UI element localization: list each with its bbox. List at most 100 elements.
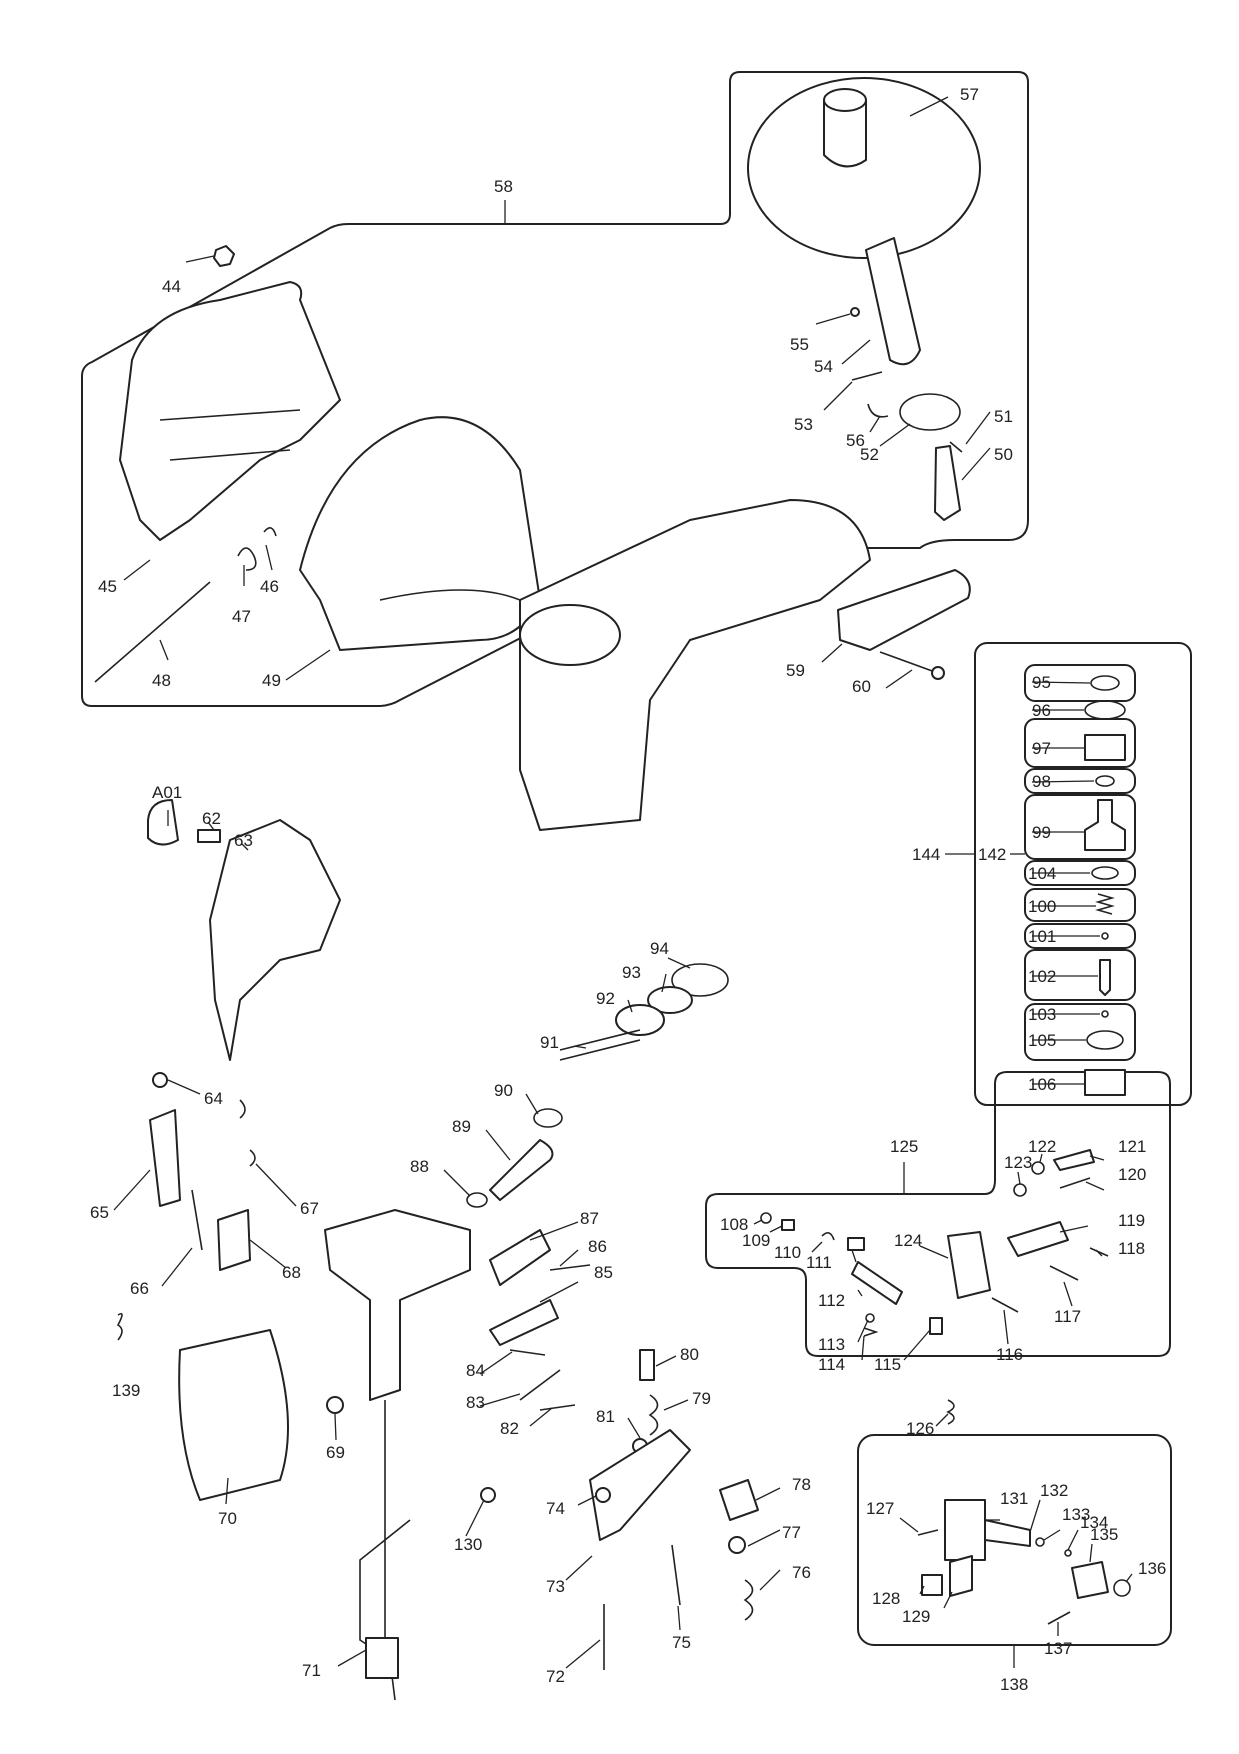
label-72: 72 <box>546 1667 565 1686</box>
part-52-ring <box>899 393 961 431</box>
label-69: 69 <box>326 1443 345 1462</box>
part-84-spring <box>509 1349 546 1356</box>
part-75-pin <box>671 1544 681 1606</box>
part-45-cover <box>119 281 341 541</box>
part-57-plate <box>747 77 981 259</box>
part-106-bushing <box>1084 1069 1126 1096</box>
part-137-pin <box>1047 1611 1071 1625</box>
part-104-oring <box>1091 866 1119 880</box>
label-117: 117 <box>1054 1307 1081 1326</box>
part-95-oring <box>1090 675 1120 691</box>
part-124-body <box>947 1231 991 1299</box>
part-121-lever <box>1053 1149 1095 1171</box>
part-99-valve <box>1084 799 1126 851</box>
label-138: 138 <box>1000 1675 1028 1694</box>
part-135-knob <box>1071 1561 1109 1599</box>
label-47: 47 <box>232 607 251 626</box>
label-129: 129 <box>902 1607 930 1626</box>
part-49-detail <box>379 589 521 601</box>
part-133-ball <box>1035 1537 1045 1547</box>
label-84: 84 <box>466 1361 485 1380</box>
group-103-105-outline <box>1024 1003 1136 1061</box>
label-132: 132 <box>1040 1481 1068 1500</box>
part-45-ribs <box>159 409 301 461</box>
label-64: 64 <box>204 1089 223 1108</box>
part-109-clip <box>781 1219 795 1231</box>
label-120: 120 <box>1118 1165 1146 1184</box>
label-108: 108 <box>720 1215 748 1234</box>
label-125: 125 <box>890 1137 918 1156</box>
part-101-ball <box>1101 932 1109 940</box>
label-44: 44 <box>162 277 181 296</box>
group-101-outline <box>1024 923 1136 949</box>
part-111-bush <box>847 1237 865 1251</box>
label-113: 113 <box>818 1335 845 1354</box>
part-80-stud <box>639 1349 655 1381</box>
part-68-latch <box>217 1209 251 1271</box>
label-131: 131 <box>1000 1489 1028 1508</box>
part-82-spring <box>539 1404 576 1411</box>
part-130-nut <box>480 1487 496 1503</box>
part-118-pin <box>1089 1247 1109 1257</box>
label-121: 121 <box>1118 1137 1146 1156</box>
label-126: 126 <box>906 1419 934 1438</box>
part-126-spring <box>946 1399 955 1425</box>
part-139-spring <box>116 1312 123 1341</box>
label-111: 111 <box>806 1253 832 1272</box>
part-57-spindle-top <box>823 88 867 112</box>
label-109: 109 <box>742 1231 770 1250</box>
part-44-nut <box>213 245 235 267</box>
main-body-cylinder <box>519 604 621 666</box>
label-89: 89 <box>452 1117 471 1136</box>
label-85: 85 <box>594 1263 613 1282</box>
part-57-spindle <box>823 99 867 168</box>
label-45: 45 <box>98 577 117 596</box>
label-49: 49 <box>262 671 281 690</box>
label-124: 124 <box>894 1231 922 1250</box>
label-57: 57 <box>960 85 979 104</box>
part-67-springs <box>239 1099 256 1167</box>
part-117-pin <box>1049 1265 1079 1281</box>
part-60-bolt <box>879 651 936 673</box>
part-94-ring <box>671 963 729 997</box>
part-77-cap <box>728 1536 746 1554</box>
part-114-spring <box>863 1327 879 1337</box>
part-50-lever <box>934 445 961 521</box>
group-95-96-outline <box>1024 664 1136 702</box>
label-59: 59 <box>786 661 805 680</box>
part-96-oring <box>1084 700 1126 720</box>
label-119: 119 <box>1118 1211 1145 1230</box>
group-100-outline <box>1024 888 1136 922</box>
part-55-ball <box>850 307 860 317</box>
label-103: 103 <box>1028 1005 1056 1024</box>
label-62: 62 <box>202 809 221 828</box>
part-73-trigger-body <box>589 1429 691 1541</box>
label-50: 50 <box>994 445 1013 464</box>
part-98-oring <box>1095 775 1115 787</box>
part-66-pin <box>191 1189 203 1251</box>
label-90: 90 <box>494 1081 513 1100</box>
label-105: 105 <box>1028 1031 1056 1050</box>
label-67: 67 <box>300 1199 319 1218</box>
part-65-bracket <box>149 1109 181 1207</box>
label-139: 139 <box>112 1381 140 1400</box>
part-47-spring <box>237 547 257 571</box>
label-110: 110 <box>774 1243 801 1262</box>
label-98: 98 <box>1032 772 1051 791</box>
label-93: 93 <box>622 963 641 982</box>
part-108-spring <box>760 1212 772 1224</box>
label-88: 88 <box>410 1157 429 1176</box>
part-71-plate <box>365 1637 399 1679</box>
part-64-nut <box>152 1072 168 1088</box>
part-110-clip <box>821 1232 835 1241</box>
part-driver-head <box>324 1209 471 1401</box>
part-70-shield <box>178 1329 289 1501</box>
label-123: 123 <box>1004 1153 1032 1172</box>
label-81: 81 <box>596 1407 615 1426</box>
label-135: 135 <box>1090 1525 1118 1544</box>
label-95: 95 <box>1032 673 1051 692</box>
part-123-spring <box>1013 1183 1027 1197</box>
label-136: 136 <box>1138 1559 1166 1578</box>
part-83-link <box>519 1369 561 1401</box>
part-56-clip <box>867 403 889 418</box>
